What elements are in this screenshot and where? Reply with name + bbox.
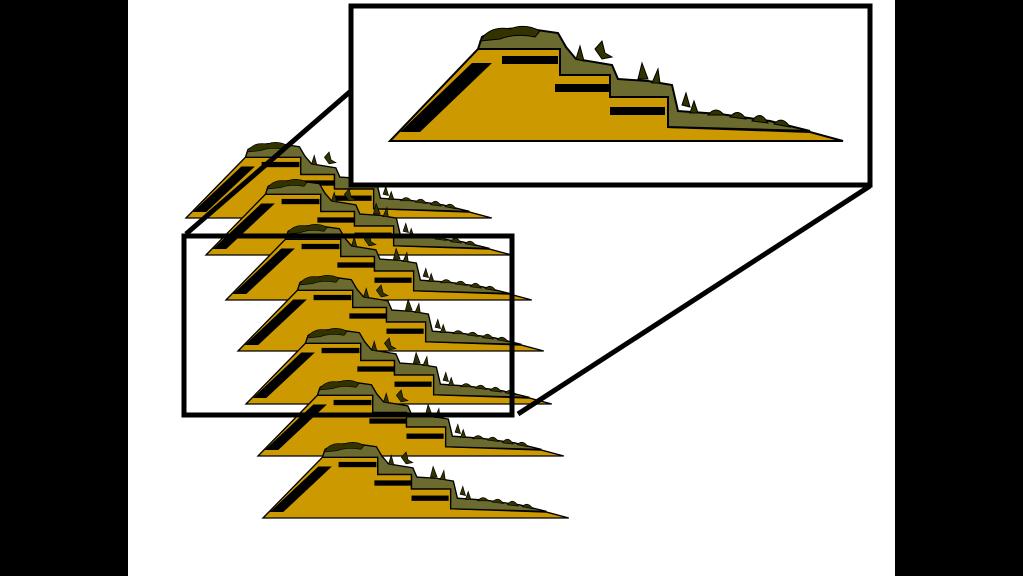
- callout-line-bottom: [516, 183, 872, 417]
- callout-line-top: [184, 88, 354, 236]
- selection-box: [181, 233, 515, 418]
